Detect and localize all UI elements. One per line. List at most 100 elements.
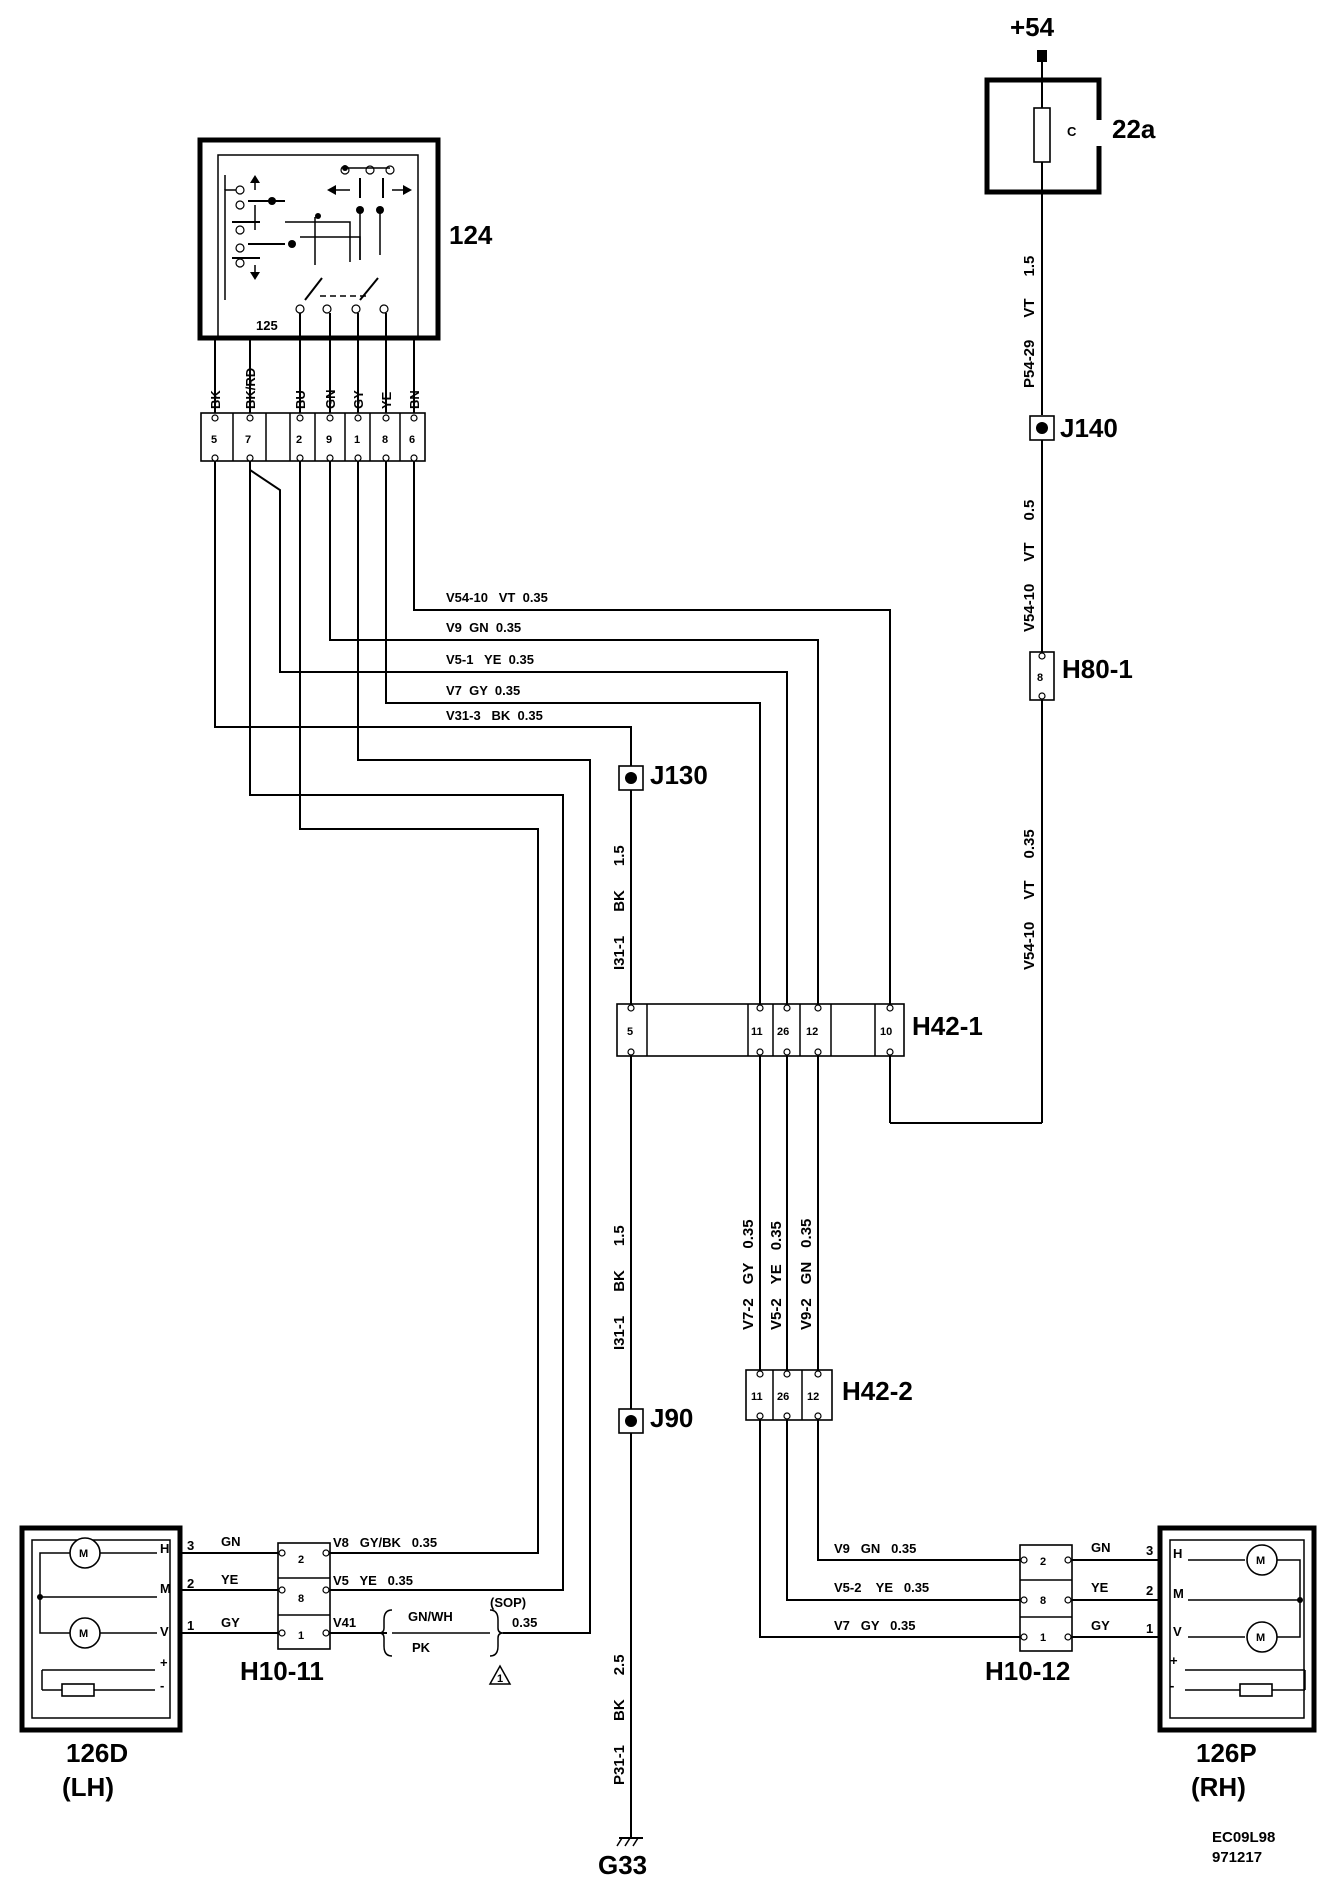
h10-11-label: H10-11 bbox=[240, 1656, 324, 1686]
h10-11-pin-8: 8 bbox=[298, 1593, 304, 1605]
rh-minus: - bbox=[1170, 1678, 1174, 1693]
connector-h42-2: 11 26 12 H42-2 bbox=[745, 1369, 913, 1421]
lh-plus: + bbox=[160, 1655, 168, 1670]
h42-wire-v5-2-label: V5-2YE0.35 bbox=[768, 1221, 785, 1330]
h10-11-pin-2: 2 bbox=[298, 1554, 304, 1566]
lh-wire-v8-label: V8 GY/BK 0.35 bbox=[333, 1535, 437, 1550]
junction-j130: J130 bbox=[618, 760, 708, 791]
j140-label: J140 bbox=[1060, 413, 1118, 443]
sw-pin-5: 5 bbox=[211, 434, 217, 446]
svg-text:M: M bbox=[1256, 1555, 1265, 1567]
rh-row-h: H bbox=[1173, 1546, 1182, 1561]
supply-label: +54 bbox=[1010, 12, 1055, 42]
rh-heater-icon bbox=[1239, 1683, 1273, 1697]
connector-h80-1: 8 H80-1 bbox=[1029, 651, 1133, 701]
ground-wire-3-label: P31-1BK2.5 bbox=[611, 1654, 628, 1785]
h42-2-label: H42-2 bbox=[842, 1376, 913, 1406]
lh-heater-icon bbox=[61, 1683, 95, 1697]
wire-v7-label: V7 GY 0.35 bbox=[446, 683, 520, 698]
supply-wire-3-label: V54-10VT0.35 bbox=[1021, 829, 1038, 970]
rh-wire-v9-label: V9 GN 0.35 bbox=[834, 1541, 916, 1556]
junction-j90: J90 bbox=[618, 1403, 693, 1434]
supply-wire-1-label: P54-29VT1.5 bbox=[1021, 256, 1038, 388]
wire-v31-3-label: V31-3 BK 0.35 bbox=[446, 708, 543, 723]
fuse-id: 22a bbox=[1112, 114, 1156, 144]
fuse-22a: C 22a bbox=[984, 77, 1156, 195]
rh-mirror-id: 126P bbox=[1196, 1738, 1257, 1768]
splice-note: (SOP) bbox=[490, 1595, 526, 1610]
h80-pin: 8 bbox=[1037, 672, 1043, 684]
lh-gy-label: GY bbox=[221, 1615, 240, 1630]
rh-mirror-side: (RH) bbox=[1191, 1772, 1246, 1802]
rh-gn-label: GN bbox=[1091, 1540, 1111, 1555]
sw-pin-7: 7 bbox=[245, 434, 251, 446]
rh-plus: + bbox=[1170, 1653, 1178, 1668]
ground-wire-2-label: I31-1BK1.5 bbox=[611, 1225, 628, 1350]
splice-bottom-label: PK bbox=[412, 1640, 431, 1655]
junction-j140: J140 bbox=[1029, 413, 1118, 443]
mirror-126p: H M V M M + - 126P (RH) bbox=[1157, 1525, 1317, 1802]
ground-wire-1-label: I31-1BK1.5 bbox=[611, 845, 628, 970]
svg-text:M: M bbox=[79, 1548, 88, 1560]
fuse-element bbox=[1033, 107, 1051, 163]
note-triangle-number: 1 bbox=[497, 1673, 503, 1685]
switch-connector: 5 7 2 9 1 8 6 BK BK/RD BU GN GY YE BN bbox=[200, 313, 426, 462]
svg-text:M: M bbox=[79, 1628, 88, 1640]
lh-pin-1: 1 bbox=[187, 1618, 194, 1633]
h42-1-label: H42-1 bbox=[912, 1011, 983, 1041]
h42-1-pin-10: 10 bbox=[880, 1026, 892, 1038]
splice-top-label: GN/WH bbox=[408, 1609, 453, 1624]
h42-wire-v7-2-label: V7-2GY0.35 bbox=[740, 1219, 757, 1330]
lh-row-m: M bbox=[160, 1581, 171, 1596]
note-triangle-icon bbox=[488, 1664, 512, 1685]
rh-wire-v7-label: V7 GY 0.35 bbox=[834, 1618, 915, 1633]
wire-v9-label: V9 GN 0.35 bbox=[446, 620, 521, 635]
rh-pin-1: 1 bbox=[1146, 1621, 1153, 1636]
lh-pin-3: 3 bbox=[187, 1538, 194, 1553]
splice-size: 0.35 bbox=[512, 1615, 537, 1630]
switch-housing bbox=[197, 137, 441, 341]
sw-pin-8: 8 bbox=[382, 434, 388, 446]
h42-1-pin-12: 12 bbox=[806, 1026, 818, 1038]
wire-v5-1-label: V5-1 YE 0.35 bbox=[446, 652, 534, 667]
lh-splice: GN/WH PK (SOP) 0.35 1 bbox=[378, 1595, 546, 1685]
sw-pin-6: 6 bbox=[409, 434, 415, 446]
mirror-switch-124: 124 125 bbox=[197, 137, 493, 341]
h10-12-pin-1: 1 bbox=[1040, 1632, 1046, 1644]
h80-label: H80-1 bbox=[1062, 654, 1133, 684]
rh-gy-label: GY bbox=[1091, 1618, 1110, 1633]
h42-wire-v9-2-label: V9-2GN0.35 bbox=[798, 1219, 815, 1330]
h42-1-pin-5: 5 bbox=[627, 1026, 633, 1038]
j130-label: J130 bbox=[650, 760, 708, 790]
lh-wire-v5-label: V5 YE 0.35 bbox=[333, 1573, 413, 1588]
connector-h42-1: 5 11 26 12 10 H42-1 bbox=[616, 1003, 983, 1057]
harness-wires: V54-10 VT 0.35 V9 GN 0.35 V5-1 YE 0.35 V… bbox=[214, 461, 891, 1634]
wire-v54-10-label: V54-10 VT 0.35 bbox=[446, 590, 548, 605]
lh-mirror-id: 126D bbox=[66, 1738, 128, 1768]
sw-pin-1: 1 bbox=[354, 434, 360, 446]
rh-pin-3: 3 bbox=[1146, 1543, 1153, 1558]
lh-minus: - bbox=[160, 1678, 164, 1693]
svg-text:M: M bbox=[1256, 1632, 1265, 1644]
g33-label: G33 bbox=[598, 1850, 647, 1880]
h10-12-pin-2: 2 bbox=[1040, 1556, 1046, 1568]
h42-2-pin-26: 26 bbox=[777, 1391, 789, 1403]
h10-12-pin-8: 8 bbox=[1040, 1595, 1046, 1607]
fuse-letter: C bbox=[1067, 124, 1077, 139]
rh-row-v: V bbox=[1173, 1624, 1182, 1639]
lh-row-h: H bbox=[160, 1541, 169, 1556]
rh-pin-2: 2 bbox=[1146, 1583, 1153, 1598]
h42-1-pin-11: 11 bbox=[751, 1026, 763, 1038]
supply-wire-2-label: V54-10VT0.5 bbox=[1021, 500, 1038, 632]
switch-sub: 125 bbox=[256, 318, 278, 333]
sw-pin-2: 2 bbox=[296, 434, 302, 446]
h42-2-pin-11: 11 bbox=[751, 1391, 763, 1403]
h10-11-pin-1: 1 bbox=[298, 1630, 304, 1642]
lh-mirror-side: (LH) bbox=[62, 1772, 114, 1802]
lh-wire-v41-label: V41 bbox=[333, 1615, 356, 1630]
doc-code-line1: EC09L98 bbox=[1212, 1829, 1275, 1846]
lh-row-v: V bbox=[160, 1624, 169, 1639]
mirror-126d: H M V M M + - 126D (LH) bbox=[19, 1525, 183, 1802]
rh-ye-label: YE bbox=[1091, 1580, 1109, 1595]
